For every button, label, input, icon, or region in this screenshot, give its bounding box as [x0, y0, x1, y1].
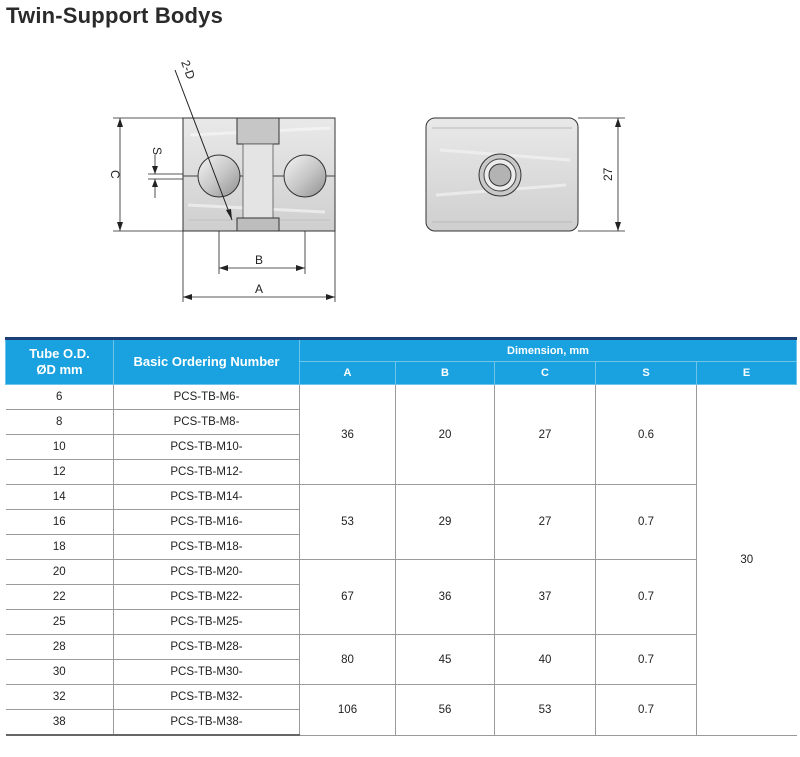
cell-c: 27 — [494, 484, 596, 560]
table-row: 8 PCS-TB-M8- — [5, 409, 797, 435]
cell-a: 67 — [299, 559, 396, 635]
header-tube-od-line1: Tube O.D. — [29, 346, 90, 361]
cell-od: 8 — [5, 409, 114, 435]
cell-order: PCS-TB-M32- — [113, 684, 300, 710]
table-row: 38 PCS-TB-M38- — [5, 709, 797, 736]
header-col-b: B — [395, 361, 495, 385]
cell-order: PCS-TB-M20- — [113, 559, 300, 585]
center-bolt-bottom — [236, 217, 280, 232]
table-row: 28 PCS-TB-M28- 80 45 40 0.7 — [5, 634, 797, 685]
cell-order: PCS-TB-M6- — [113, 384, 300, 410]
cell-od: 22 — [5, 584, 114, 610]
cell-order: PCS-TB-M22- — [113, 584, 300, 610]
cell-b: 36 — [395, 559, 495, 635]
cell-order: PCS-TB-M16- — [113, 509, 300, 535]
cell-od: 20 — [5, 559, 114, 585]
table-row: 12 PCS-TB-M12- — [5, 459, 797, 485]
table-row: 25 PCS-TB-M25- — [5, 609, 797, 635]
label-27: 27 — [601, 167, 615, 181]
side-bolt-hole — [488, 163, 512, 187]
table-row: 6 PCS-TB-M6- 36 20 27 0.6 30 — [5, 384, 797, 736]
header-col-a: A — [299, 361, 396, 385]
cell-od: 10 — [5, 434, 114, 460]
cell-c: 53 — [494, 684, 596, 736]
cell-s: 0.7 — [595, 634, 697, 685]
cell-s: 0.7 — [595, 559, 697, 635]
left-tube-hole — [197, 154, 241, 198]
header-col-s: S — [595, 361, 697, 385]
label-a: A — [255, 282, 263, 296]
cell-od: 16 — [5, 509, 114, 535]
header-col-e: E — [695, 361, 798, 385]
right-tube-hole — [283, 154, 327, 198]
table-row: 20 PCS-TB-M20- 67 36 37 0.7 — [5, 559, 797, 635]
cell-od: 25 — [5, 609, 114, 635]
header-ordering: Basic Ordering Number — [113, 337, 300, 385]
cell-od: 32 — [5, 684, 114, 710]
cell-a: 106 — [299, 684, 396, 736]
cell-order: PCS-TB-M14- — [113, 484, 300, 510]
table-row: 32 PCS-TB-M32- 106 56 53 0.7 — [5, 684, 797, 736]
table-row: 14 PCS-TB-M14- 53 29 27 0.7 — [5, 484, 797, 560]
cell-a: 80 — [299, 634, 396, 685]
cell-b: 45 — [395, 634, 495, 685]
cell-s: 0.7 — [595, 684, 697, 736]
table-row: 10 PCS-TB-M10- — [5, 434, 797, 460]
technical-drawing: 2-D S C B A — [108, 58, 625, 302]
label-b: B — [255, 253, 263, 267]
header-tube-od-line2: ØD mm — [36, 362, 83, 377]
cell-od: 14 — [5, 484, 114, 510]
center-bolt-top — [236, 117, 280, 145]
cell-b: 56 — [395, 684, 495, 736]
cell-order: PCS-TB-M18- — [113, 534, 300, 560]
spec-table: Tube O.D. ØD mm Basic Ordering Number Di… — [5, 337, 798, 736]
side-view: 27 — [425, 117, 625, 232]
label-2d: 2-D — [178, 58, 198, 81]
front-view: 2-D S C B A — [108, 58, 336, 302]
cell-order: PCS-TB-M10- — [113, 434, 300, 460]
cell-b: 20 — [395, 384, 495, 485]
header-dimension: Dimension, mm — [298, 337, 798, 362]
table-row: 30 PCS-TB-M30- — [5, 659, 797, 685]
cell-order: PCS-TB-M8- — [113, 409, 300, 435]
cell-order: PCS-TB-M38- — [113, 709, 300, 736]
cell-od: 6 — [5, 384, 114, 410]
cell-e: 30 — [695, 384, 797, 736]
header-col-c: C — [494, 361, 596, 385]
header-tube-od: Tube O.D. ØD mm — [5, 337, 114, 385]
label-c: C — [108, 170, 122, 179]
label-s: S — [150, 147, 164, 155]
cell-od: 12 — [5, 459, 114, 485]
cell-od: 18 — [5, 534, 114, 560]
cell-order: PCS-TB-M28- — [113, 634, 300, 660]
cell-a: 36 — [299, 384, 396, 485]
cell-od: 28 — [5, 634, 114, 660]
table-row: 16 PCS-TB-M16- — [5, 509, 797, 535]
table-row: 18 PCS-TB-M18- — [5, 534, 797, 560]
cell-order: PCS-TB-M12- — [113, 459, 300, 485]
center-bolt-shaft — [242, 143, 274, 219]
cell-c: 37 — [494, 559, 596, 635]
cell-od: 38 — [5, 709, 114, 736]
page-title: Twin-Support Bodys — [6, 3, 224, 28]
cell-od: 30 — [5, 659, 114, 685]
cell-b: 29 — [395, 484, 495, 560]
cell-c: 27 — [494, 384, 596, 485]
table-row: 22 PCS-TB-M22- — [5, 584, 797, 610]
cell-order: PCS-TB-M25- — [113, 609, 300, 635]
cell-s: 0.7 — [595, 484, 697, 560]
cell-c: 40 — [494, 634, 596, 685]
cell-a: 53 — [299, 484, 396, 560]
cell-order: PCS-TB-M30- — [113, 659, 300, 685]
cell-s: 0.6 — [595, 384, 697, 485]
